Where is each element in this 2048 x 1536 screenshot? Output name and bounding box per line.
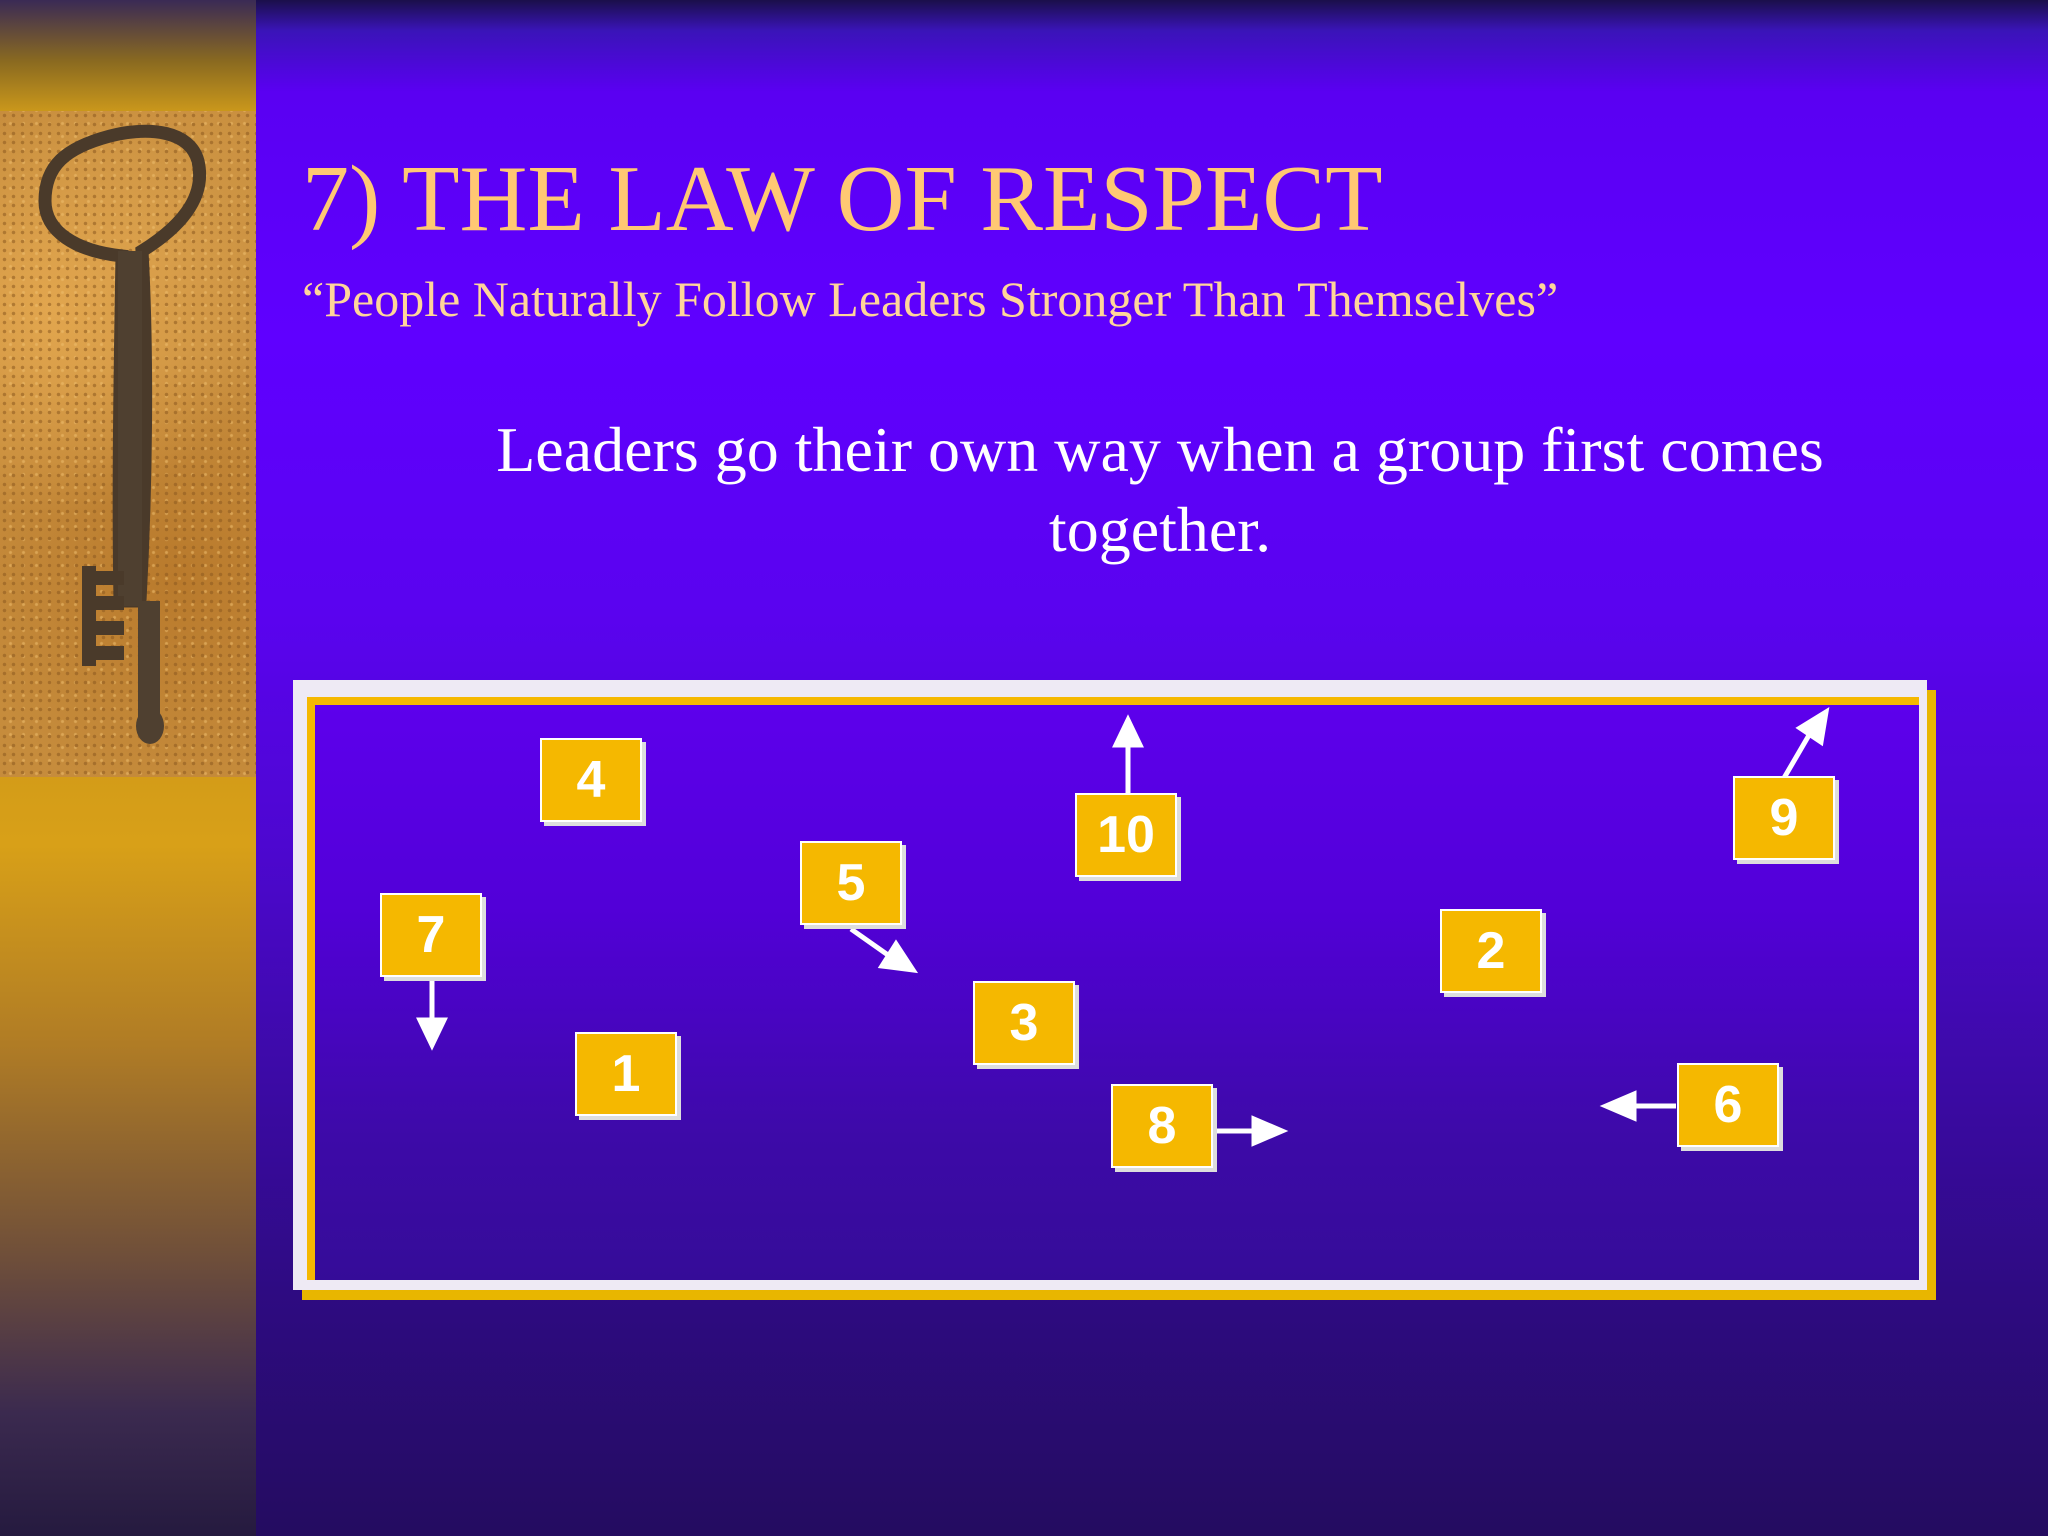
box-9: 9	[1733, 776, 1835, 860]
arrow-up-head	[1112, 714, 1144, 748]
arrow-left-head	[1599, 1090, 1637, 1122]
slide-subtitle: “People Naturally Follow Leaders Stronge…	[302, 271, 1559, 327]
arrow-down-head	[416, 1017, 448, 1051]
arrow-up-right	[1781, 728, 1815, 780]
slide-title: 7) THE LAW OF RESPECT	[302, 147, 1383, 251]
box-6: 6	[1677, 1063, 1779, 1147]
box-1: 1	[575, 1032, 677, 1116]
arrow-up-right-head	[1795, 706, 1830, 747]
box-8: 8	[1111, 1084, 1213, 1168]
slide-body-text: Leaders go their own way when a group fi…	[496, 414, 1824, 565]
box-3: 3	[973, 981, 1075, 1065]
arrow-right-head	[1251, 1115, 1289, 1147]
box-7: 7	[380, 893, 482, 977]
arrow-down-right-head	[877, 939, 919, 974]
box-2: 2	[1440, 909, 1542, 993]
box-5: 5	[800, 841, 902, 925]
key-image	[0, 111, 256, 777]
box-4: 4	[540, 738, 642, 822]
box-10: 10	[1075, 793, 1177, 877]
key-icon	[38, 124, 207, 744]
